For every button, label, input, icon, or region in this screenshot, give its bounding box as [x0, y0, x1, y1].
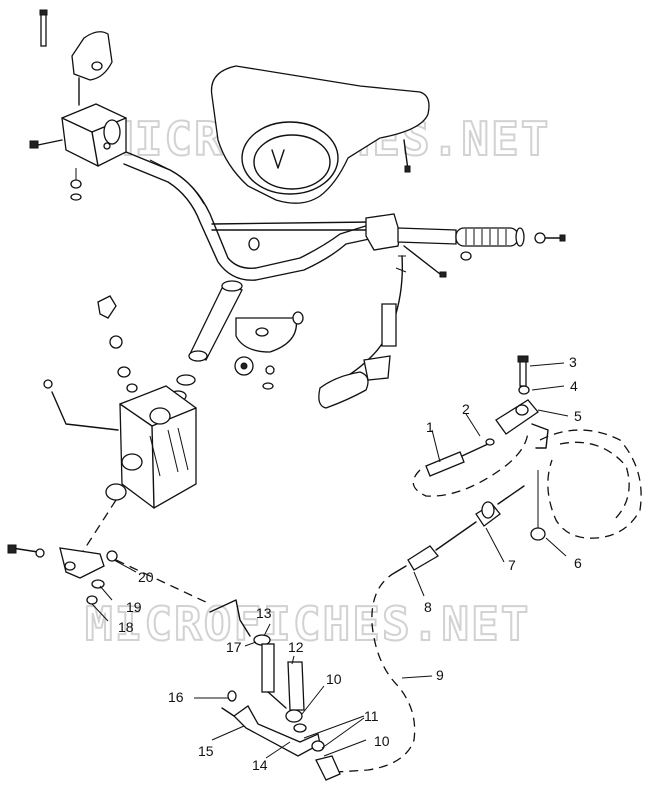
- switch-housing-assembly: [29, 9, 127, 201]
- callout-labels: 1 2 3 4 5 6 7 8 9 10 10 11 12 13 14 15 1…: [118, 354, 582, 773]
- lower-cable: [335, 485, 525, 773]
- lever-linkage: [7, 544, 251, 637]
- callout-20: 20: [138, 569, 154, 585]
- callout-18: 18: [118, 619, 134, 635]
- leader-lines: [91, 362, 569, 759]
- callout-14: 14: [252, 757, 268, 773]
- callout-17: 17: [226, 639, 242, 655]
- callout-10-lower: 10: [374, 733, 390, 749]
- callout-5: 5: [574, 408, 582, 424]
- seat-cover: [210, 65, 430, 204]
- callout-10-upper: 10: [326, 671, 342, 687]
- callout-4: 4: [570, 378, 578, 394]
- callout-1: 1: [426, 419, 434, 435]
- callout-3: 3: [569, 354, 577, 370]
- callout-11: 11: [364, 708, 379, 724]
- callout-8: 8: [424, 599, 432, 615]
- brake-cable-top: [412, 355, 642, 541]
- callout-2: 2: [462, 401, 470, 417]
- callout-6: 6: [574, 555, 582, 571]
- callout-7: 7: [508, 557, 516, 573]
- callout-13: 13: [256, 605, 272, 621]
- callout-9: 9: [436, 667, 444, 683]
- callout-12: 12: [288, 639, 304, 655]
- callout-19: 19: [126, 599, 142, 615]
- control-block-left: [43, 295, 197, 557]
- watermark-bottom: MICROFICHES.NET: [85, 597, 530, 651]
- lower-linkage: [221, 634, 341, 781]
- callout-16: 16: [168, 689, 184, 705]
- throttle-lever-cable: [318, 255, 407, 409]
- callout-15: 15: [198, 743, 214, 759]
- steering-post: [169, 280, 304, 402]
- handlebar: [123, 151, 566, 281]
